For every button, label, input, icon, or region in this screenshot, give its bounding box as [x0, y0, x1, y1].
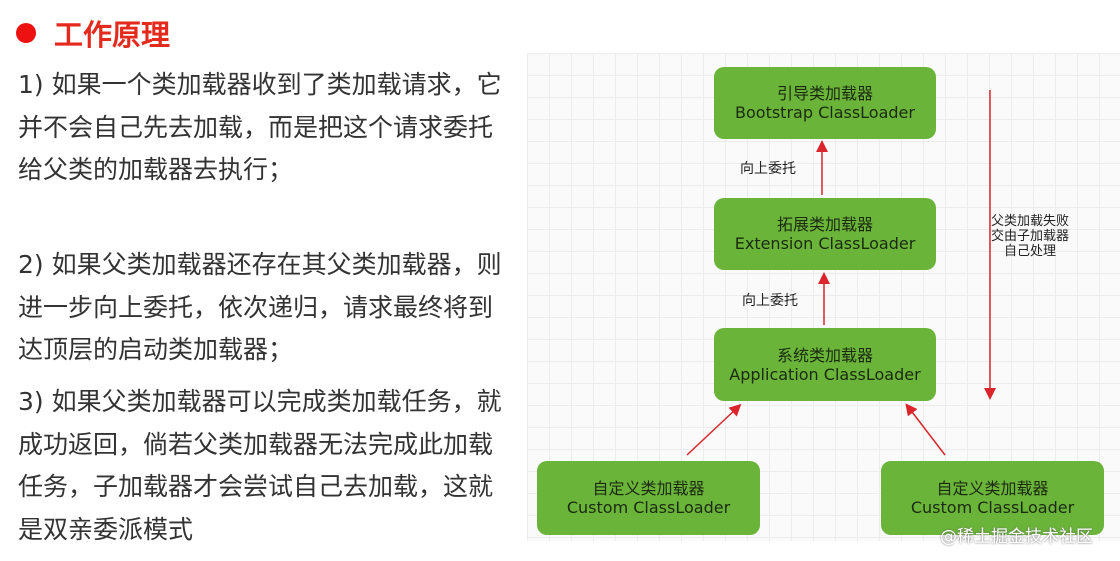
fallback-note-line: 父类加载失败: [990, 214, 1069, 229]
custom-classloader-right-box: 自定义类加载器 Custom ClassLoader: [881, 461, 1104, 535]
box-label-cn: 引导类加载器: [776, 84, 873, 103]
slide-title: 工作原理: [16, 12, 170, 54]
fallback-note: 父类加载失败 交由子加载器 自己处理: [990, 214, 1070, 259]
application-classloader-box: 系统类加载器 Application ClassLoader: [714, 328, 936, 401]
box-label-en: Application ClassLoader: [729, 364, 921, 384]
arrow-custom-right-to-app: [905, 403, 946, 456]
delegate-label-1: 向上委托: [740, 161, 796, 177]
box-label-cn: 系统类加载器: [776, 345, 873, 365]
watermark: @稀土掘金技术社区: [940, 527, 1093, 547]
delegate-label-2: 向上委托: [742, 293, 798, 309]
custom-classloader-left-box: 自定义类加载器 Custom ClassLoader: [537, 461, 760, 535]
box-label-en: Custom ClassLoader: [566, 498, 731, 517]
box-label-cn: 自定义类加载器: [592, 479, 705, 498]
box-label-en: Extension ClassLoader: [734, 234, 916, 253]
fallback-note-line: 交由子加载器: [990, 229, 1069, 244]
box-label-en: Bootstrap ClassLoader: [735, 103, 915, 122]
paragraph-2: 2) 如果父类加载器还存在其父类加载器，则进一步向上委托，依次递归，请求最终将到…: [18, 250, 502, 364]
box-label-cn: 自定义类加载器: [936, 479, 1049, 498]
paragraph-3: 3) 如果父类加载器可以完成类加载任务，就成功返回，倘若父类加载器无法完成此加载…: [18, 387, 502, 544]
box-label-en: Custom ClassLoader: [910, 498, 1075, 517]
bootstrap-classloader-box: 引导类加载器 Bootstrap ClassLoader: [714, 67, 936, 139]
title-text: 工作原理: [54, 18, 171, 52]
bullet-icon: [16, 23, 36, 43]
paragraph-1: 1) 如果一个类加载器收到了类加载请求，它并不会自己先去加载，而是把这个请求委托…: [18, 70, 502, 184]
box-label-cn: 拓展类加载器: [776, 215, 873, 234]
fallback-note-line: 自己处理: [1003, 244, 1056, 259]
extension-classloader-box: 拓展类加载器 Extension ClassLoader: [714, 198, 936, 270]
arrow-custom-left-to-app: [686, 403, 742, 456]
